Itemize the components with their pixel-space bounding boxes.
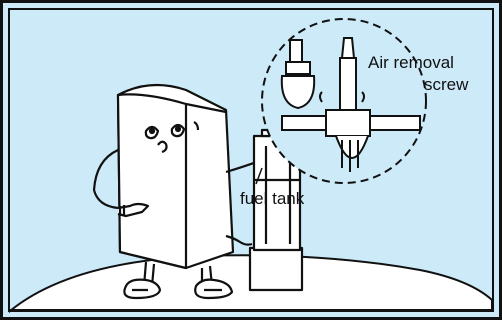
fuel-tank-leader bbox=[255, 167, 263, 185]
fuel-tank-label: fuel tank bbox=[240, 189, 305, 208]
heater-character bbox=[92, 83, 298, 300]
detail-magnifier bbox=[261, 18, 427, 184]
fuel-tank bbox=[248, 128, 304, 292]
air-removal-label: Air removal bbox=[368, 53, 454, 72]
screw-label: screw bbox=[424, 75, 469, 94]
